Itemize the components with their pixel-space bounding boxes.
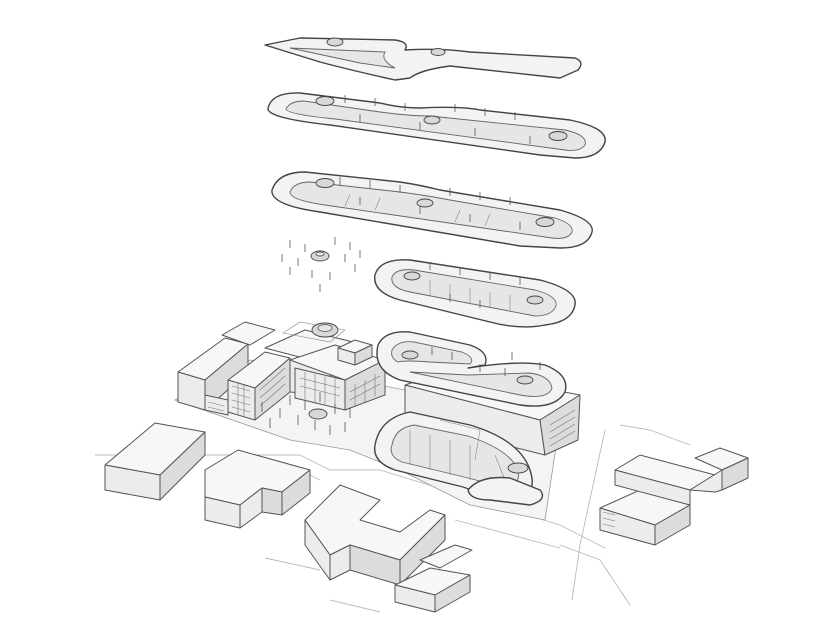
context-building-a bbox=[104, 422, 206, 501]
roof-slab bbox=[264, 37, 582, 81]
context-buildings bbox=[104, 422, 749, 613]
context-building-e bbox=[599, 447, 749, 546]
site-road-lines bbox=[95, 424, 691, 613]
historic-buildings bbox=[177, 321, 386, 421]
context-building-d bbox=[394, 544, 473, 613]
level-1 bbox=[376, 331, 567, 407]
floating-spiral-ramp bbox=[310, 250, 330, 262]
level-3 bbox=[271, 171, 593, 249]
level-4 bbox=[267, 92, 606, 159]
spiral-ramp-level bbox=[282, 321, 346, 343]
plaza-lamp-array bbox=[261, 392, 351, 435]
context-building-b bbox=[204, 449, 311, 529]
context-building-c bbox=[304, 484, 446, 586]
level-2 bbox=[374, 259, 576, 328]
lamp-posts bbox=[281, 237, 361, 292]
